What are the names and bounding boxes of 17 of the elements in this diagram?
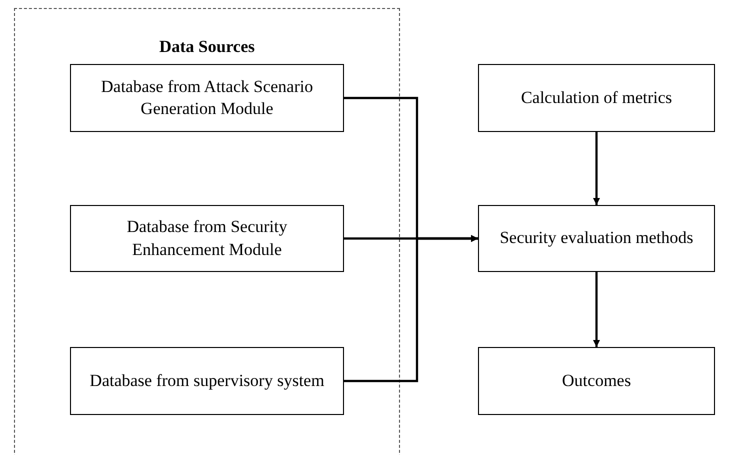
box-label: Database from supervisory system	[90, 370, 324, 392]
process-box	[478, 205, 715, 272]
box-label: Security evaluation methods	[500, 227, 694, 250]
box-label: Database from Attack Scenario Generation Module	[100, 76, 314, 120]
arrow	[593, 272, 600, 347]
group-frame	[14, 8, 400, 455]
box-label: Database from Security Enhancement Module	[126, 216, 288, 260]
process-box	[478, 64, 715, 132]
process-box	[478, 347, 715, 415]
process-box	[70, 205, 344, 272]
box-label: Calculation of metrics	[520, 86, 672, 109]
group-title: Data Sources	[158, 37, 256, 57]
arrow	[593, 132, 600, 205]
process-box	[70, 64, 344, 132]
box-label: Outcomes	[562, 370, 631, 392]
process-box	[70, 347, 344, 415]
arrow	[344, 235, 478, 382]
